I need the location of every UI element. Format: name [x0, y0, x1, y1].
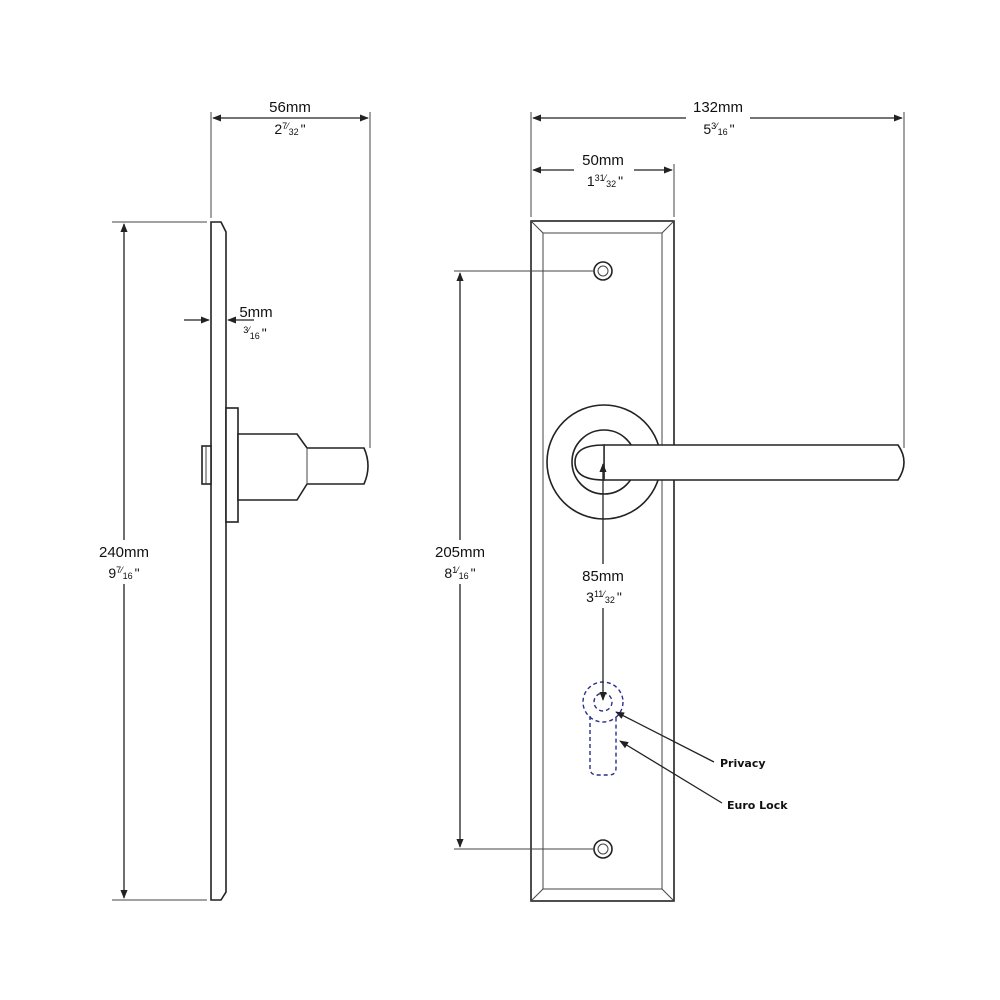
side-view: 56mm 27⁄32" 5mm 3⁄16" 240mm 97⁄16" — [94, 99, 371, 901]
dim-width-total-inch: 53⁄16" — [703, 121, 734, 137]
callout-privacy: Privacy — [720, 757, 766, 770]
dim-thickness-mm: 5mm — [239, 304, 272, 321]
callout-arrow-privacy — [615, 711, 715, 763]
dim-width-total-mm: 132mm — [693, 99, 743, 116]
side-backplate — [210, 221, 227, 901]
front-lever — [603, 444, 905, 481]
dim-depth-inch: 27⁄32" — [274, 121, 305, 137]
callout-arrow-euro-lock — [619, 740, 723, 804]
callout-euro-lock: Euro Lock — [727, 799, 788, 812]
dim-depth-mm: 56mm — [269, 99, 311, 116]
screw-hole-bottom — [593, 839, 613, 859]
dim-backset-inch: 311⁄32" — [586, 589, 622, 605]
front-backplate-bevel — [542, 232, 663, 890]
dim-thickness-inch: 3⁄16" — [243, 325, 267, 341]
dim-plate-width-inch: 131⁄32" — [587, 173, 623, 189]
dim-height-inch: 97⁄16" — [108, 565, 139, 581]
side-lever — [237, 433, 369, 501]
front-view: 132mm 53⁄16" 50mm 131⁄32" 205mm 81⁄16" 8… — [428, 99, 905, 902]
dim-backset-mm: 85mm — [582, 568, 624, 585]
dim-plate-width-mm: 50mm — [582, 152, 624, 169]
dim-height-mm: 240mm — [99, 544, 149, 561]
dim-hole-centres-inch: 81⁄16" — [444, 565, 475, 581]
side-rose — [225, 407, 239, 523]
dim-hole-centres-mm: 205mm — [435, 544, 485, 561]
screw-hole-top — [593, 261, 613, 281]
